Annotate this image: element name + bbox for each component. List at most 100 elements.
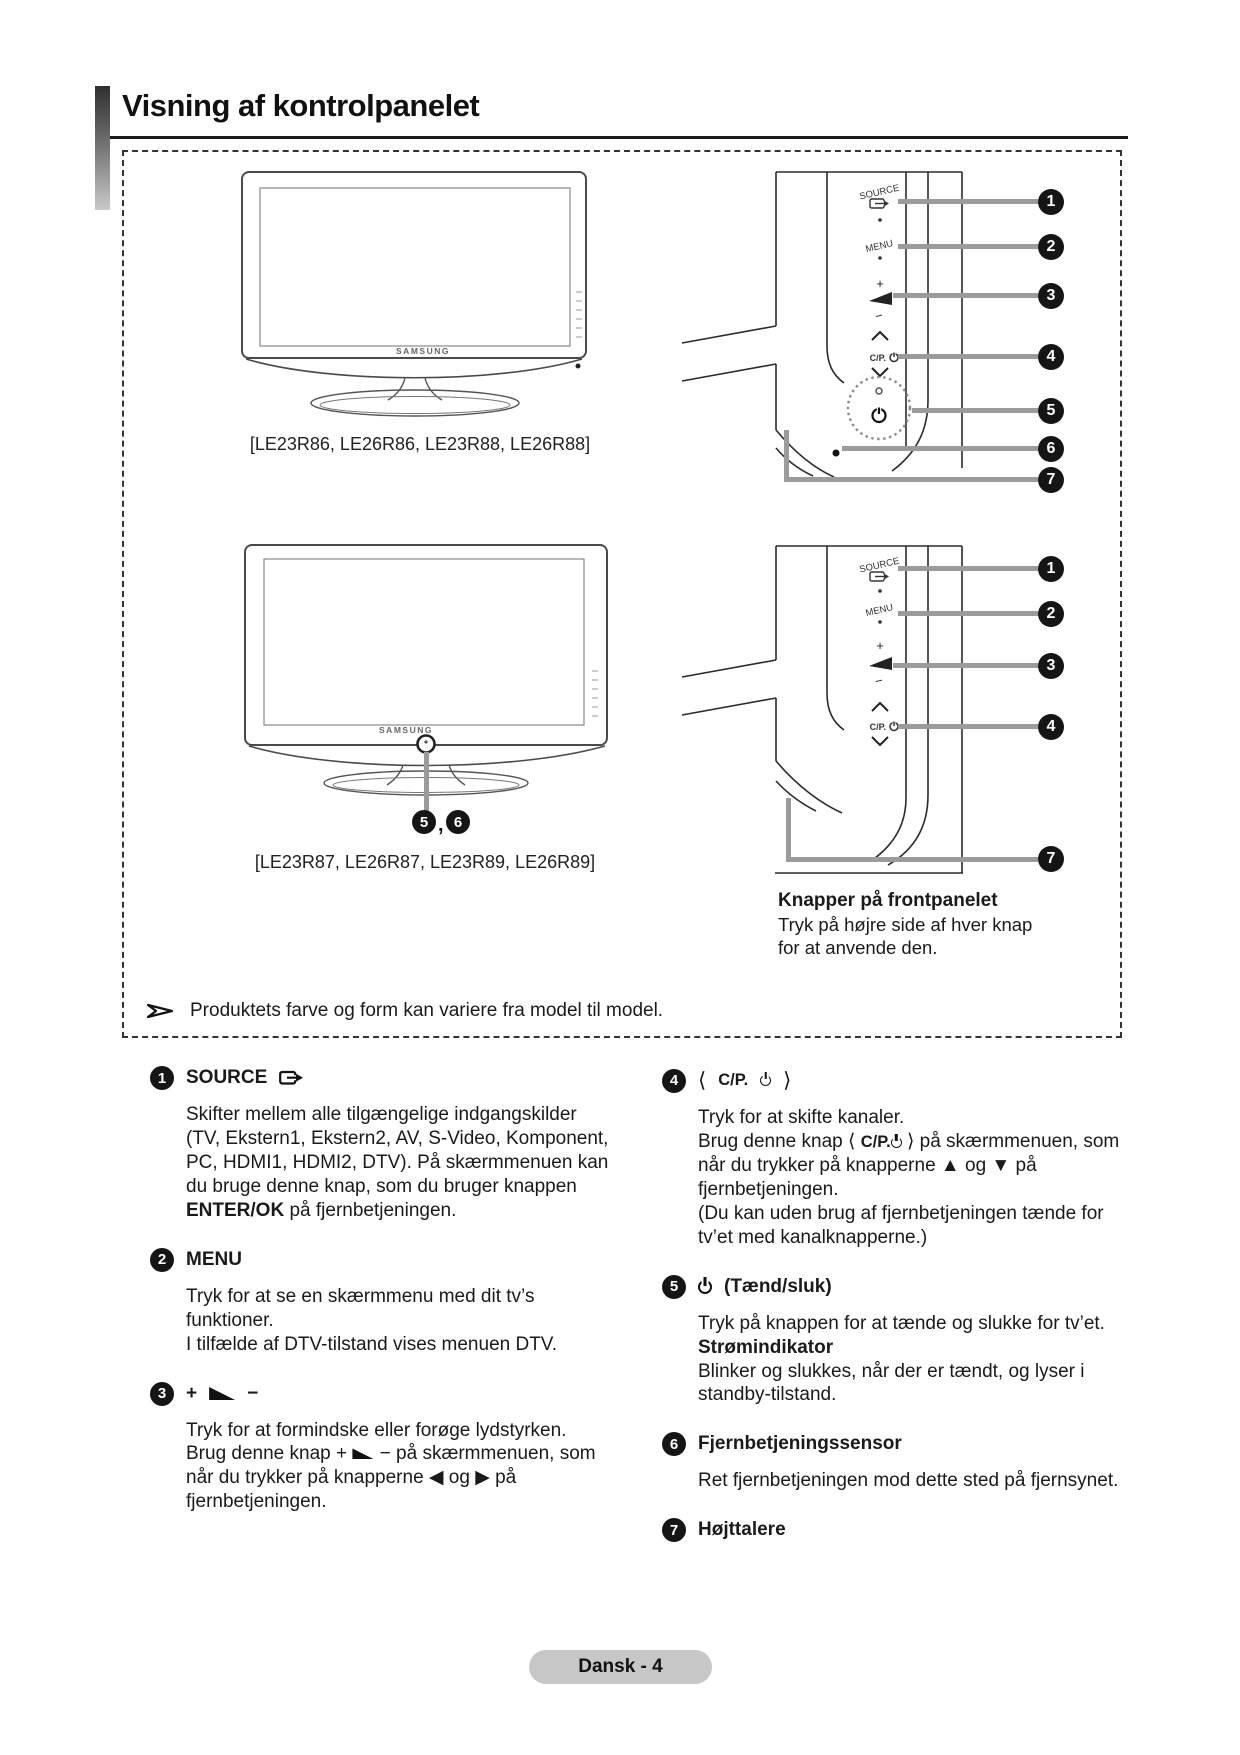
leader-line xyxy=(786,798,791,860)
front-callout-comma: , xyxy=(438,814,444,836)
item-paragraph: I tilfælde af DTV-tilstand vises menuen … xyxy=(186,1333,558,1355)
item-paragraph: Tryk for at se en skærmmenu med dit tv’s… xyxy=(186,1285,535,1331)
item-number-badge: 3 xyxy=(150,1381,174,1406)
callout-badge: 1 xyxy=(1038,189,1064,215)
chevron-down-icon xyxy=(871,367,889,378)
power-icon xyxy=(698,1279,712,1294)
item-paragraph: (Du kan uden brug af fjernbetjeningen tæ… xyxy=(698,1202,1104,1248)
panel-plus-label: + xyxy=(876,638,884,653)
panel-minus-label: − xyxy=(874,307,885,323)
source-icon xyxy=(869,198,889,209)
callout-badge: 6 xyxy=(446,810,470,834)
legend-right-column: 4 ⟨ C/P. ⟩ Tryk for at skifte kanaler. B… xyxy=(662,1068,1122,1567)
leader-line xyxy=(898,244,1038,249)
callout-badge: 3 xyxy=(1038,283,1064,309)
callout-badge: 1 xyxy=(1038,556,1064,582)
volume-wedge-icon xyxy=(209,1387,236,1400)
front-power-button xyxy=(416,734,436,754)
samsung-logo-text: SAMSUNG xyxy=(396,346,450,356)
item-number-badge: 1 xyxy=(150,1066,174,1090)
leader-line xyxy=(784,430,789,480)
caption-title: Knapper på frontpanelet xyxy=(778,890,998,911)
item-number-badge: 4 xyxy=(662,1068,686,1093)
power-icon xyxy=(760,1075,772,1086)
item-paragraph: Tryk for at skifte kanaler. xyxy=(698,1107,905,1128)
item-title: MENU xyxy=(186,1248,242,1270)
front-panel-caption: Knapper på frontpanelet Tryk på højre si… xyxy=(778,890,1063,959)
item-paragraph: Tryk på knappen for at tænde og slukke f… xyxy=(698,1312,1105,1334)
leader-line xyxy=(784,477,1038,482)
panel-menu-label: MENU xyxy=(865,238,895,255)
leader-line xyxy=(898,354,1038,359)
callout-badge: 4 xyxy=(1038,714,1064,740)
item-paragraph: Blinker og slukkes, når der er tændt, og… xyxy=(698,1360,1085,1406)
item-number-badge: 6 xyxy=(662,1432,686,1457)
chevron-up-icon xyxy=(871,330,889,341)
leader-line xyxy=(424,752,429,812)
page-number-pill: Dansk - 4 xyxy=(529,1650,712,1684)
source-icon xyxy=(869,571,889,582)
leader-line xyxy=(898,566,1038,571)
leader-line xyxy=(893,293,1038,298)
model-list-top: [LE23R86, LE26R86, LE23R88, LE26R88] xyxy=(249,434,591,454)
tv-front-illustration-bottom: SAMSUNG xyxy=(244,544,608,796)
leader-line xyxy=(898,724,1038,729)
stand-neck xyxy=(387,377,443,401)
page-title: Visning af kontrolpanelet xyxy=(122,88,480,123)
power-indicator-ring xyxy=(875,387,883,395)
leader-line xyxy=(898,611,1038,616)
legend-item-source: 1 SOURCE Skifter mellem alle tilgængelig… xyxy=(150,1066,608,1223)
callout-badge: 7 xyxy=(1038,467,1064,493)
indicator-dot xyxy=(575,363,581,369)
chevron-down-icon xyxy=(871,736,889,747)
item-paragraph: Tryk for at formindske eller forøge lyds… xyxy=(186,1419,567,1441)
title-underline xyxy=(110,136,1128,139)
item-number-badge: 7 xyxy=(662,1518,686,1543)
item-number-badge: 5 xyxy=(662,1274,686,1299)
legend-left-column: 1 SOURCE Skifter mellem alle tilgængelig… xyxy=(150,1066,608,1539)
control-panel-detail-top: SOURCE MENU + − C/P. xyxy=(681,171,963,478)
samsung-logo-text: SAMSUNG xyxy=(379,725,433,735)
panel-cp-label: C/P. xyxy=(870,722,886,732)
volume-wedge-icon xyxy=(352,1448,375,1460)
legend-item-menu: 2 MENU Tryk for at se en skærmmenu med d… xyxy=(150,1247,595,1357)
volume-minus-label: − xyxy=(247,1382,259,1404)
item-title: Fjernbetjeningssensor xyxy=(698,1433,902,1455)
callout-badge: 2 xyxy=(1038,234,1064,260)
callout-badge: 5 xyxy=(412,810,436,834)
callout-badge: 5 xyxy=(1038,398,1064,424)
caption-text: Tryk på højre side af hver knap for at a… xyxy=(778,914,1033,958)
tv-front-illustration-top: SAMSUNG xyxy=(241,171,587,417)
control-panel-detail-bottom: SOURCE MENU + − C/P. xyxy=(681,545,963,874)
legend-item-remote-sensor: 6 Fjernbetjeningssensor Ret fjernbetjeni… xyxy=(662,1432,1122,1493)
stand-base xyxy=(310,389,520,417)
chevron-up-icon xyxy=(871,701,889,712)
legend-item-volume: 3 + − Tryk for at formindske eller forøg… xyxy=(150,1381,596,1515)
legend-item-power: 5 (Tænd/sluk) Tryk på knappen for at tæn… xyxy=(662,1274,1122,1408)
power-icon-small xyxy=(889,721,899,732)
item-title: SOURCE xyxy=(186,1067,268,1088)
leader-line xyxy=(898,199,1038,204)
note-text: Produktets farve og form kan variere fra… xyxy=(190,1000,664,1021)
volume-wedge-icon xyxy=(869,657,892,670)
panel-menu-label: MENU xyxy=(865,602,895,619)
item-subheading: Strømindikator xyxy=(698,1336,834,1358)
power-area-dotted-circle xyxy=(846,375,912,441)
panel-plus-label: + xyxy=(876,276,884,291)
bezel-control-ticks xyxy=(576,291,582,338)
source-icon xyxy=(279,1070,304,1085)
callout-badge: 4 xyxy=(1038,344,1064,370)
angle-open: ⟨ xyxy=(698,1069,707,1092)
power-icon xyxy=(890,1136,902,1148)
stand-neck xyxy=(386,764,466,786)
bezel-control-ticks xyxy=(592,670,598,717)
leader-line xyxy=(786,857,1038,862)
model-list-bottom: [LE23R87, LE26R87, LE23R89, LE26R89] xyxy=(254,852,596,872)
callout-badge: 3 xyxy=(1038,653,1064,679)
callout-badge: 6 xyxy=(1038,436,1064,462)
callout-badge: 7 xyxy=(1038,846,1064,872)
panel-minus-label: − xyxy=(874,672,885,688)
legend-item-speakers: 7 Højttalere xyxy=(662,1518,1122,1543)
item-paragraph: Skifter mellem alle tilgængelige indgang… xyxy=(186,1104,609,1221)
